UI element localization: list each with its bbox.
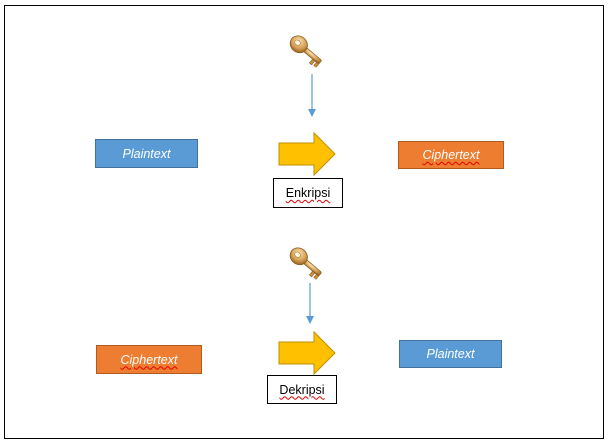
decrypt-process-arrow — [278, 330, 336, 376]
ciphertext-box: Ciphertext — [398, 141, 504, 169]
ciphertext-label: Ciphertext — [422, 148, 480, 162]
connector-arrow — [308, 74, 316, 117]
plaintext-box: Plaintext — [399, 340, 502, 368]
decrypt-process-label: Dekripsi — [267, 375, 337, 404]
encrypt-process-label: Enkripsi — [273, 178, 343, 208]
key-icon — [289, 35, 322, 68]
plaintext-label: Plaintext — [122, 146, 171, 161]
ciphertext-box: Ciphertext — [96, 345, 202, 374]
plaintext-label: Plaintext — [426, 347, 475, 361]
plaintext-box: Plaintext — [95, 139, 198, 168]
key-icon — [289, 247, 322, 280]
connector-arrow — [306, 283, 314, 324]
ciphertext-label: Ciphertext — [120, 352, 178, 367]
encrypt-process-arrow — [278, 131, 336, 177]
